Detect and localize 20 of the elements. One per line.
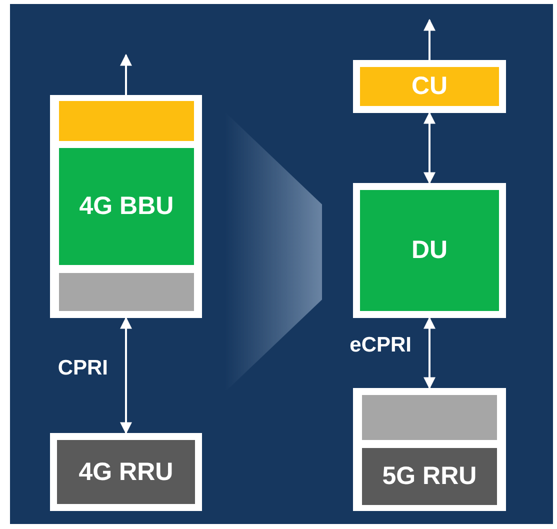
process-box <box>353 60 506 113</box>
node-label: DU <box>411 238 448 263</box>
process-block <box>59 148 194 265</box>
arrow <box>120 316 132 434</box>
process-box <box>50 433 202 511</box>
unit-frame <box>353 388 506 511</box>
process-box <box>353 183 506 318</box>
node-label: 4G BBU <box>79 194 174 219</box>
block <box>59 273 194 311</box>
block <box>59 101 194 141</box>
arrow <box>424 18 436 60</box>
arrow <box>424 316 436 390</box>
node-label: 5G RRU <box>382 464 477 489</box>
unit-frame <box>50 95 202 318</box>
block <box>362 395 497 440</box>
arrow <box>424 112 436 184</box>
arrow <box>120 54 132 95</box>
process-block <box>362 448 497 505</box>
node-label: 4G RRU <box>78 460 174 484</box>
node-label: CU <box>411 74 448 99</box>
